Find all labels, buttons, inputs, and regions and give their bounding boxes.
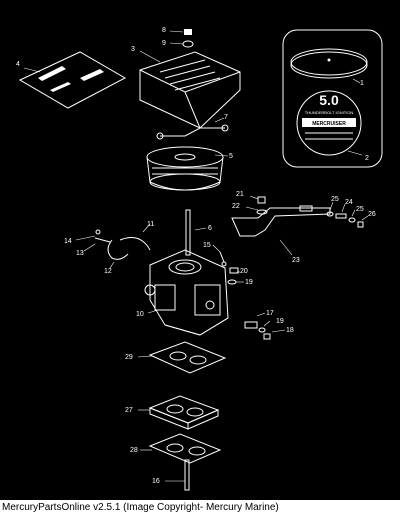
callout-25b[interactable]: 25 — [356, 206, 364, 213]
callout-23[interactable]: 23 — [292, 257, 300, 264]
part-5-flame-arrestor[interactable] — [146, 146, 224, 191]
callout-20[interactable]: 20 — [240, 268, 248, 275]
callout-29[interactable]: 29 — [125, 354, 133, 361]
part-18-nut[interactable] — [263, 333, 271, 340]
callout-4[interactable]: 4 — [16, 61, 20, 68]
callout-10[interactable]: 10 — [136, 311, 144, 318]
part-2-decal-badge[interactable]: 5.0 THUNDERBOLT IGNITION MERCRUISER — [296, 90, 362, 156]
part-6-stud[interactable] — [185, 209, 191, 256]
callout-13[interactable]: 13 — [76, 250, 84, 257]
part-19a-washer[interactable] — [227, 279, 237, 285]
part-15-screw[interactable] — [219, 251, 227, 267]
part-17-fitting[interactable] — [244, 321, 258, 329]
callout-2[interactable]: 2 — [365, 155, 369, 162]
part-10-carburetor[interactable] — [144, 249, 229, 336]
part-24-stud[interactable] — [335, 213, 347, 219]
callout-15[interactable]: 15 — [203, 242, 211, 249]
callout-5[interactable]: 5 — [229, 153, 233, 160]
part-20-fitting[interactable] — [229, 267, 239, 274]
part-23-throttle-bracket[interactable] — [231, 205, 331, 237]
callout-28[interactable]: 28 — [130, 447, 138, 454]
part-12-spring[interactable] — [107, 239, 129, 260]
part-1-lid[interactable] — [290, 48, 368, 79]
callout-16[interactable]: 16 — [152, 478, 160, 485]
callout-8[interactable]: 8 — [162, 27, 166, 34]
part-4-decal[interactable] — [18, 51, 127, 109]
leader-lines — [23, 30, 369, 482]
callout-26[interactable]: 26 — [368, 211, 376, 218]
part-16-stud[interactable] — [184, 459, 190, 491]
part-27-spacer[interactable] — [148, 395, 220, 430]
badge-subtitle-text: THUNDERBOLT IGNITION — [305, 110, 354, 115]
badge-engine-text: 5.0 — [319, 92, 339, 108]
part-8-nut[interactable] — [184, 29, 192, 35]
callout-1[interactable]: 1 — [360, 80, 364, 87]
part-25b-bushing[interactable] — [348, 217, 356, 223]
part-7-bracket[interactable] — [156, 124, 229, 140]
callout-27[interactable]: 27 — [125, 407, 133, 414]
part-29-gasket[interactable] — [148, 341, 227, 374]
part-21-nut[interactable] — [257, 196, 266, 204]
callout-7[interactable]: 7 — [224, 114, 228, 121]
callout-labels: 4 3 8 9 1 2 7 5 6 11 12 13 14 15 10 20 1… — [16, 27, 376, 485]
callout-6[interactable]: 6 — [208, 225, 212, 232]
callout-19b[interactable]: 19 — [276, 318, 284, 325]
callout-3[interactable]: 3 — [131, 46, 135, 53]
exploded-parts-diagram: 5.0 THUNDERBOLT IGNITION MERCRUISER — [0, 0, 400, 500]
callout-12[interactable]: 12 — [104, 268, 112, 275]
diagram-canvas: 5.0 THUNDERBOLT IGNITION MERCRUISER — [16, 27, 383, 491]
callout-24[interactable]: 24 — [345, 199, 353, 206]
part-26-nut[interactable] — [357, 221, 364, 228]
copyright-caption: MercuryPartsOnline v2.5.1 (Image Copyrig… — [2, 502, 279, 513]
callout-21[interactable]: 21 — [236, 191, 244, 198]
callout-22[interactable]: 22 — [232, 203, 240, 210]
callout-25a[interactable]: 25 — [331, 196, 339, 203]
part-13-screw[interactable] — [94, 237, 111, 243]
callout-18[interactable]: 18 — [286, 327, 294, 334]
part-28-gasket[interactable] — [148, 433, 222, 464]
callout-11[interactable]: 11 — [147, 221, 154, 228]
part-14-clip[interactable] — [95, 229, 101, 235]
part-11-bracket[interactable] — [119, 237, 151, 251]
part-3-cover[interactable] — [139, 51, 241, 129]
callout-9[interactable]: 9 — [162, 40, 166, 47]
part-19b-washer[interactable] — [258, 327, 266, 333]
badge-brand-text: MERCRUISER — [312, 121, 346, 127]
part-22-washer[interactable] — [256, 209, 268, 215]
callout-17[interactable]: 17 — [266, 310, 274, 317]
callout-19a[interactable]: 19 — [245, 279, 253, 286]
part-9-washer[interactable] — [182, 40, 194, 48]
callout-14[interactable]: 14 — [64, 238, 72, 245]
part-25a-bushing[interactable] — [326, 211, 334, 217]
inset-box: 5.0 THUNDERBOLT IGNITION MERCRUISER — [282, 29, 383, 168]
